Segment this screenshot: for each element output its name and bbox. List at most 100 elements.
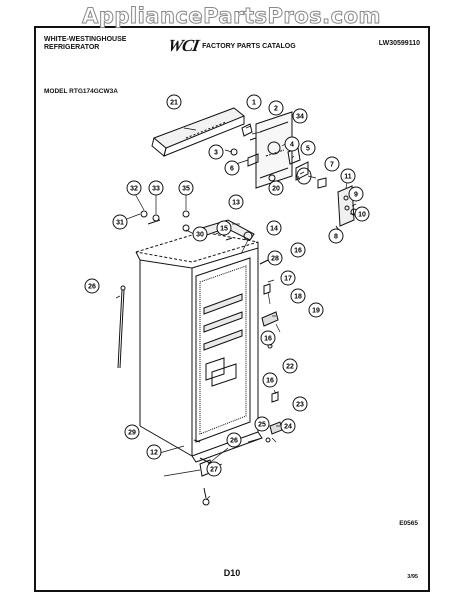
callout-number: 33 — [152, 186, 160, 193]
callout-circle — [226, 432, 242, 448]
callout-number: 28 — [271, 256, 279, 263]
callout-circle — [124, 424, 140, 440]
callout-circle — [290, 288, 306, 304]
callout-number: 16 — [294, 248, 302, 255]
callout-17: 17 — [280, 270, 296, 286]
callout-number: 10 — [358, 212, 366, 219]
callout-16: 16 — [262, 372, 278, 388]
callout-circle — [208, 144, 224, 160]
callout-circle — [262, 372, 278, 388]
callout-circle — [84, 278, 100, 294]
exploded-parts-diagram: 1234567891011121314151616161718192021222… — [84, 94, 370, 506]
callout-circle — [292, 396, 308, 412]
callout-18: 18 — [290, 288, 306, 304]
drawing-number: E0565 — [399, 520, 418, 527]
callout-number: 8 — [334, 234, 338, 241]
callout-20: 20 — [268, 180, 284, 196]
revision-date: 3/95 — [407, 574, 418, 580]
page-id: D10 — [223, 568, 241, 578]
callout-9: 9 — [348, 186, 364, 202]
callout-15: 15 — [216, 220, 232, 236]
callout-circle — [284, 136, 300, 152]
top-panel-part — [151, 107, 245, 157]
callout-number: 20 — [272, 186, 280, 193]
callout-number: 12 — [150, 450, 158, 457]
callout-circle — [324, 156, 340, 172]
callout-circle — [224, 160, 240, 176]
callout-number: 26 — [88, 284, 96, 291]
callout-number: 6 — [230, 166, 234, 173]
callout-number: 14 — [270, 226, 278, 233]
watermark: AppliancePartsPros.com — [82, 4, 381, 29]
callout-3: 3 — [208, 144, 224, 160]
callout-number: 4 — [290, 142, 294, 149]
catalog-title: FACTORY PARTS CATALOG — [202, 42, 296, 50]
callout-1: 1 — [246, 94, 262, 110]
callout-circle — [292, 108, 308, 124]
cabinet-body — [135, 231, 263, 465]
callout-circle — [228, 194, 244, 210]
callout-16: 16 — [260, 330, 276, 346]
callout-circle — [216, 220, 232, 236]
callout-number: 15 — [220, 226, 228, 233]
callout-number: 3 — [214, 150, 218, 157]
callout-23: 23 — [292, 396, 308, 412]
callout-31: 31 — [112, 214, 128, 230]
callout-number: 9 — [354, 192, 358, 199]
callout-4: 4 — [284, 136, 300, 152]
callout-number: 32 — [130, 186, 138, 193]
callout-circle — [280, 270, 296, 286]
callout-circle — [146, 444, 162, 460]
callout-circle — [268, 100, 284, 116]
callout-number: 23 — [296, 402, 304, 409]
callout-circle — [340, 168, 356, 184]
callout-number: 16 — [264, 336, 272, 343]
callout-circle — [268, 180, 284, 196]
callout-5: 5 — [300, 140, 316, 156]
callout-number: 27 — [210, 467, 218, 474]
callout-number: 7 — [330, 162, 334, 169]
callout-circle — [354, 206, 370, 222]
callout-number: 34 — [296, 114, 304, 121]
brand-name: WHITE-WESTINGHOUSE — [44, 36, 127, 43]
callout-35: 35 — [178, 180, 194, 196]
product-type: REFRIGERATOR — [44, 44, 100, 51]
callout-number: 16 — [266, 378, 274, 385]
callout-10: 10 — [354, 206, 370, 222]
callout-29: 29 — [124, 424, 140, 440]
right-side-hardware — [259, 259, 283, 443]
callout-layer: 1234567891011121314151616161718192021222… — [84, 94, 370, 477]
callout-11: 11 — [340, 168, 356, 184]
callout-number: 11 — [344, 174, 352, 181]
callout-25: 25 — [254, 416, 270, 432]
thermostat-parts — [230, 123, 259, 167]
parts-catalog-sheet: WHITE-WESTINGHOUSE REFRIGERATOR WCI FACT… — [34, 26, 430, 592]
brand-block: WHITE-WESTINGHOUSE REFRIGERATOR — [44, 36, 126, 52]
callout-number: 24 — [284, 424, 292, 431]
callout-circle — [280, 418, 296, 434]
callout-circle — [206, 461, 222, 477]
callout-number: 21 — [170, 100, 178, 107]
callout-circle — [148, 180, 164, 196]
document-number: LW30599110 — [378, 40, 420, 47]
callout-2: 2 — [268, 100, 284, 116]
callout-32: 32 — [126, 180, 142, 196]
callout-28: 28 — [267, 250, 283, 266]
callout-circle — [260, 330, 276, 346]
callout-7: 7 — [324, 156, 340, 172]
callout-circle — [300, 140, 316, 156]
callout-circle — [308, 302, 324, 318]
leader-lines — [115, 125, 357, 501]
callout-circle — [267, 250, 283, 266]
control-housing-part — [255, 111, 293, 189]
callout-33: 33 — [148, 180, 164, 196]
callout-circle — [282, 358, 298, 374]
callout-26: 26 — [226, 432, 242, 448]
callout-circle — [192, 226, 208, 242]
callout-number: 30 — [196, 232, 204, 239]
callout-number: 35 — [182, 186, 190, 193]
cabinet-screws — [140, 210, 190, 232]
callout-circle — [254, 416, 270, 432]
callout-13: 13 — [228, 194, 244, 210]
callout-circle — [246, 94, 262, 110]
